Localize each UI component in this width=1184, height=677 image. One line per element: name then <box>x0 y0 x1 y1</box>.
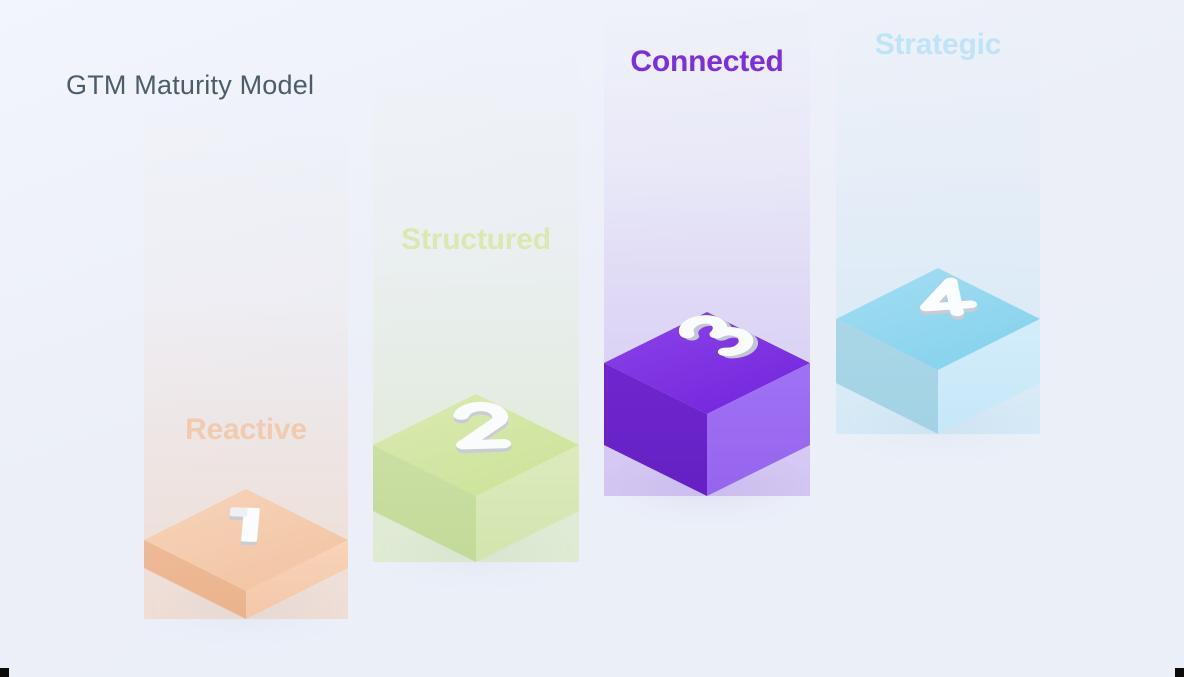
reactive-block[interactable] <box>144 489 348 619</box>
crop-artifact-bottom-left <box>0 668 9 677</box>
maturity-step-strategic[interactable]: Strategic <box>836 0 1040 446</box>
page-title: GTM Maturity Model <box>66 70 314 100</box>
connected-block-faces <box>604 312 810 496</box>
connected-block[interactable] <box>604 312 810 496</box>
strategic-block-faces <box>836 268 1040 434</box>
strategic-block[interactable] <box>836 268 1040 434</box>
strategic-label: Strategic <box>874 28 1002 61</box>
reactive-label: Reactive <box>185 413 307 446</box>
structured-block-faces <box>373 394 579 562</box>
structured-block[interactable] <box>373 394 579 562</box>
maturity-step-structured[interactable]: Structured <box>373 29 579 572</box>
maturity-step-reactive[interactable]: Reactive <box>144 85 348 627</box>
maturity-step-connected[interactable]: Connected <box>604 0 810 508</box>
connected-label: Connected <box>630 45 784 78</box>
structured-label: Structured <box>401 223 551 256</box>
reactive-block-faces <box>144 489 348 619</box>
crop-artifact-bottom-right <box>1175 668 1184 677</box>
